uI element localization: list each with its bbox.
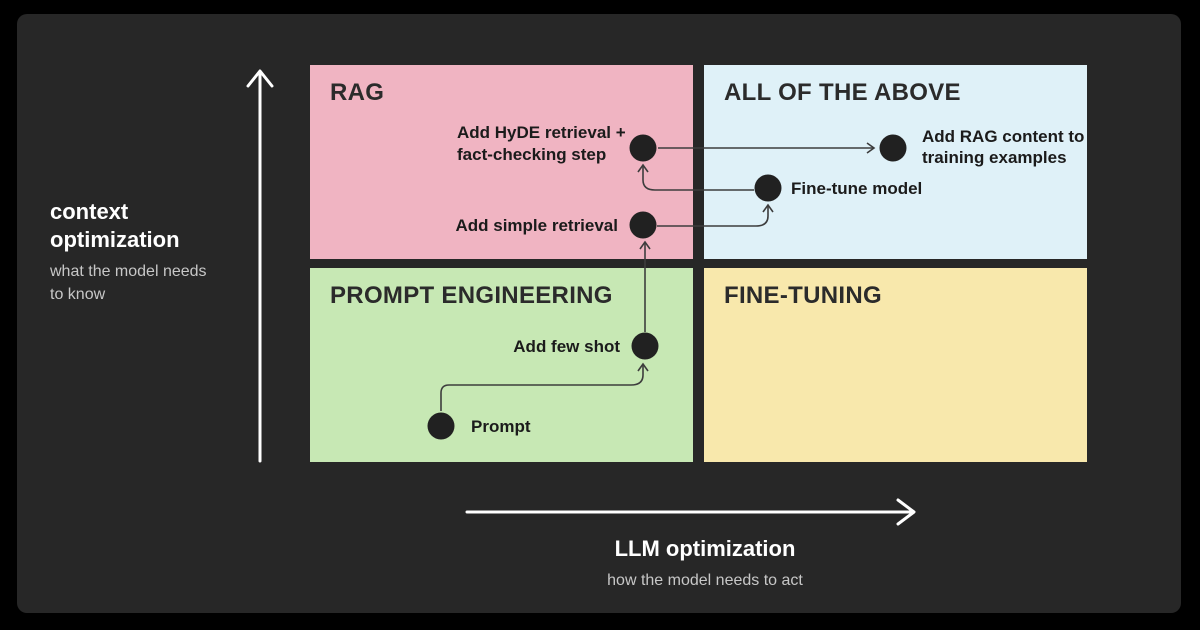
node-fine-tune-dot	[754, 174, 782, 202]
node-hyde-label: Add HyDE retrieval + fact-checking step	[457, 123, 626, 164]
quadrant-prompt-engineering-title: PROMPT ENGINEERING	[330, 282, 613, 309]
edge-simple-retrieval-to-fine-tune	[657, 203, 774, 227]
y-axis-sublabel: what the model needs to know	[50, 263, 207, 303]
y-axis-label: context optimization	[50, 199, 180, 252]
edge-prompt-to-few-shot	[440, 362, 649, 411]
node-hyde-dot	[629, 134, 657, 162]
node-simple-retrieval-label: Add simple retrieval	[455, 216, 618, 235]
quadrant-fine-tuning-title: FINE-TUNING	[724, 282, 882, 309]
x-axis-sublabel: how the model needs to act	[607, 572, 803, 589]
quadrant-rag-title: RAG	[330, 79, 385, 106]
node-rag-training-dot	[879, 134, 907, 162]
quadrant-prompt-engineering: PROMPT ENGINEERING	[310, 268, 693, 462]
edge-fine-tune-to-hyde	[637, 163, 754, 191]
node-few-shot-label: Add few shot	[513, 337, 620, 356]
node-rag-training-label: Add RAG content to training examples	[922, 127, 1085, 167]
quadrant-all-of-the-above-title: ALL OF THE ABOVE	[724, 79, 961, 106]
quadrant-all-of-the-above: ALL OF THE ABOVE	[704, 65, 1087, 259]
node-simple-retrieval-dot	[629, 211, 657, 239]
y-axis-arrow	[246, 69, 274, 463]
node-prompt-dot	[427, 412, 455, 440]
y-axis-text: context optimization what the model need…	[50, 198, 240, 306]
node-fine-tune-label: Fine-tune model	[791, 179, 923, 198]
x-axis-arrow	[465, 498, 916, 526]
quadrant-rag: RAG	[310, 65, 693, 259]
x-axis-text: LLM optimization how the model needs to …	[515, 535, 895, 592]
node-few-shot-dot	[631, 332, 659, 360]
x-axis-label: LLM optimization	[614, 536, 796, 561]
quadrant-fine-tuning: FINE-TUNING	[704, 268, 1087, 462]
node-prompt-label: Prompt	[471, 417, 531, 436]
